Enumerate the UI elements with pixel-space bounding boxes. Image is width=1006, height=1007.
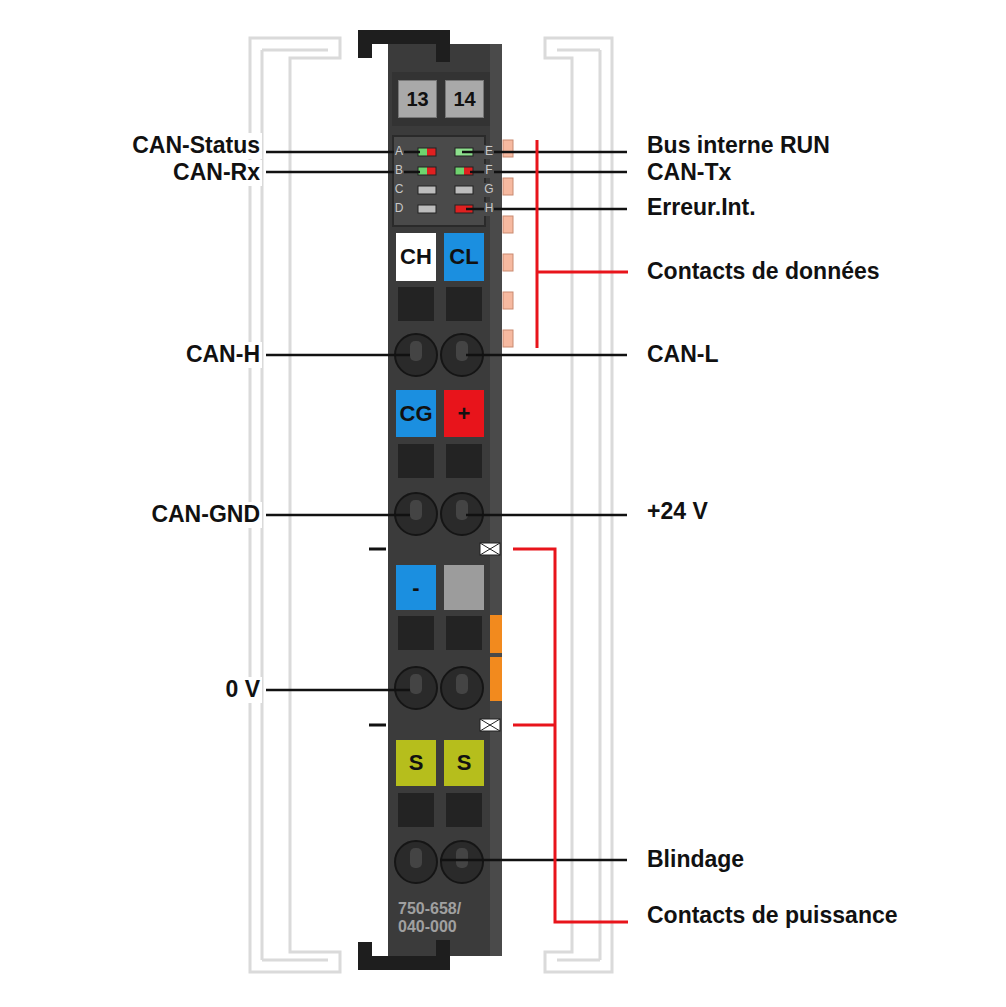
marker-number: 14 <box>445 80 484 118</box>
terminal-marker: + <box>444 390 484 437</box>
terminal-label: Blindage <box>645 847 746 872</box>
terminal-label: CAN-H <box>184 342 262 367</box>
marker-text: 14 <box>453 89 475 109</box>
marker-number: 13 <box>398 80 437 118</box>
terminal-marker: S <box>444 740 484 786</box>
signal-label: Erreur.Int. <box>645 195 758 220</box>
group-label: Contacts de données <box>645 259 882 284</box>
group-bracket <box>513 140 628 922</box>
signal-label: CAN-Tx <box>645 160 733 185</box>
blank-marker <box>444 565 484 610</box>
marker-text: 13 <box>406 89 428 109</box>
terminal-label: CAN-L <box>645 342 721 367</box>
led-panel <box>393 136 485 226</box>
rail-outline <box>250 38 612 972</box>
terminal-marker: CL <box>444 233 484 281</box>
marker-text: S <box>457 752 472 774</box>
signal-label: CAN-Status <box>130 133 262 158</box>
marker-text: + <box>458 403 471 425</box>
led-letter: D <box>394 202 405 215</box>
marker-text: S <box>409 752 424 774</box>
led-letter: H <box>484 202 495 215</box>
part-number: 750-658/ 040-000 <box>396 900 488 935</box>
led-letter: E <box>484 145 494 158</box>
leader-line <box>266 152 627 860</box>
marker-text: - <box>412 577 419 599</box>
marker-text: CG <box>400 403 433 425</box>
signal-label: Bus interne RUN <box>645 133 832 158</box>
marker-text: CH <box>400 246 432 268</box>
led-letter: A <box>394 145 404 158</box>
led-letter: C <box>394 183 405 196</box>
power-jumper <box>490 615 502 701</box>
power-contact <box>369 543 500 731</box>
terminal-label: CAN-GND <box>149 502 262 527</box>
terminal-marker: S <box>396 740 436 786</box>
terminal-label: 0 V <box>223 677 262 702</box>
terminal-marker: CG <box>396 390 436 437</box>
led-letter: B <box>394 164 404 177</box>
led-letter: F <box>484 164 493 177</box>
marker-text: CL <box>449 246 478 268</box>
group-label: Contacts de puissance <box>645 903 900 928</box>
terminal-marker: - <box>396 565 436 610</box>
terminal-label: +24 V <box>645 499 710 524</box>
led-letter: G <box>483 183 494 196</box>
terminal-opening <box>395 334 483 883</box>
signal-label: CAN-Rx <box>171 160 262 185</box>
terminal-marker: CH <box>396 233 436 281</box>
